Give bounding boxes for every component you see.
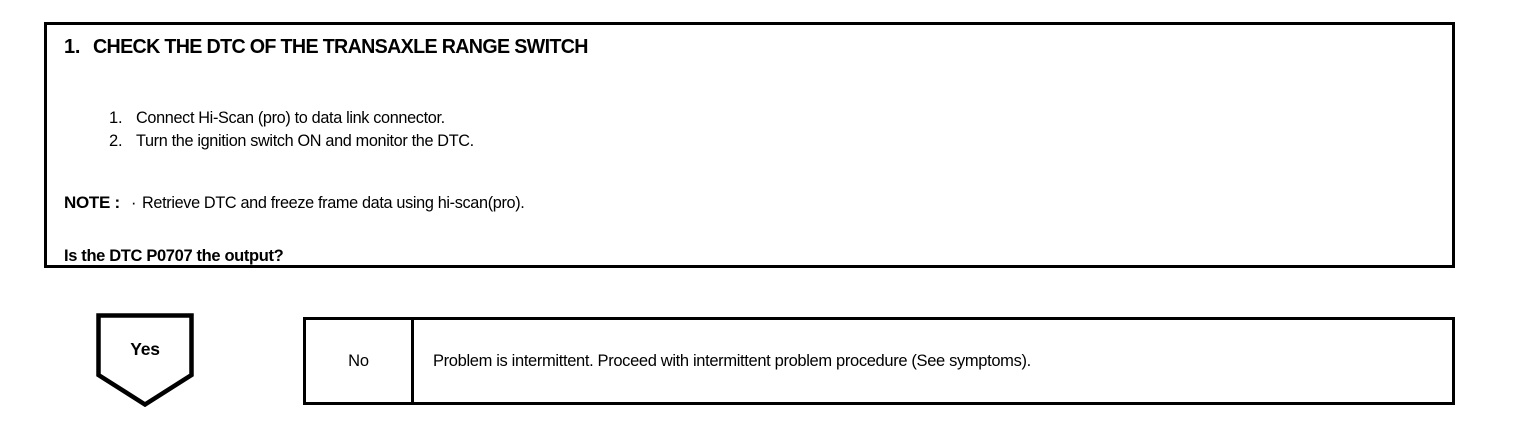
step-question: Is the DTC P0707 the output? <box>64 247 284 265</box>
no-branch-action-text: Problem is intermittent. Proceed with in… <box>433 351 1031 370</box>
substep-list: 1. Connect Hi-Scan (pro) to data link co… <box>109 109 479 155</box>
pentagon-down-icon <box>96 313 194 407</box>
substep-item: 1. Connect Hi-Scan (pro) to data link co… <box>109 109 479 128</box>
step-heading: 1. CHECK THE DTC OF THE TRANSAXLE RANGE … <box>64 35 609 59</box>
no-branch-table: No Problem is intermittent. Proceed with… <box>303 317 1455 405</box>
note-bullet-icon: · <box>130 193 137 212</box>
no-branch-label: No <box>306 320 414 402</box>
substep-number: 1. <box>109 109 123 127</box>
note-label: NOTE : <box>64 193 120 212</box>
note-text: Retrieve DTC and freeze frame data using… <box>142 194 525 212</box>
substep-item: 2. Turn the ignition switch ON and monit… <box>109 132 479 151</box>
step-title: CHECK THE DTC OF THE TRANSAXLE RANGE SWI… <box>93 35 588 58</box>
yes-branch-connector: Yes <box>96 313 194 407</box>
substep-text: Connect Hi-Scan (pro) to data link conne… <box>136 109 445 127</box>
step-number: 1. <box>64 36 81 58</box>
yes-branch-label: Yes <box>130 339 160 359</box>
diagnostic-step-box: 1. CHECK THE DTC OF THE TRANSAXLE RANGE … <box>44 22 1455 268</box>
substep-number: 2. <box>109 132 123 150</box>
substep-text: Turn the ignition switch ON and monitor … <box>136 132 474 150</box>
note-block: NOTE : · Retrieve DTC and freeze frame d… <box>64 193 531 213</box>
